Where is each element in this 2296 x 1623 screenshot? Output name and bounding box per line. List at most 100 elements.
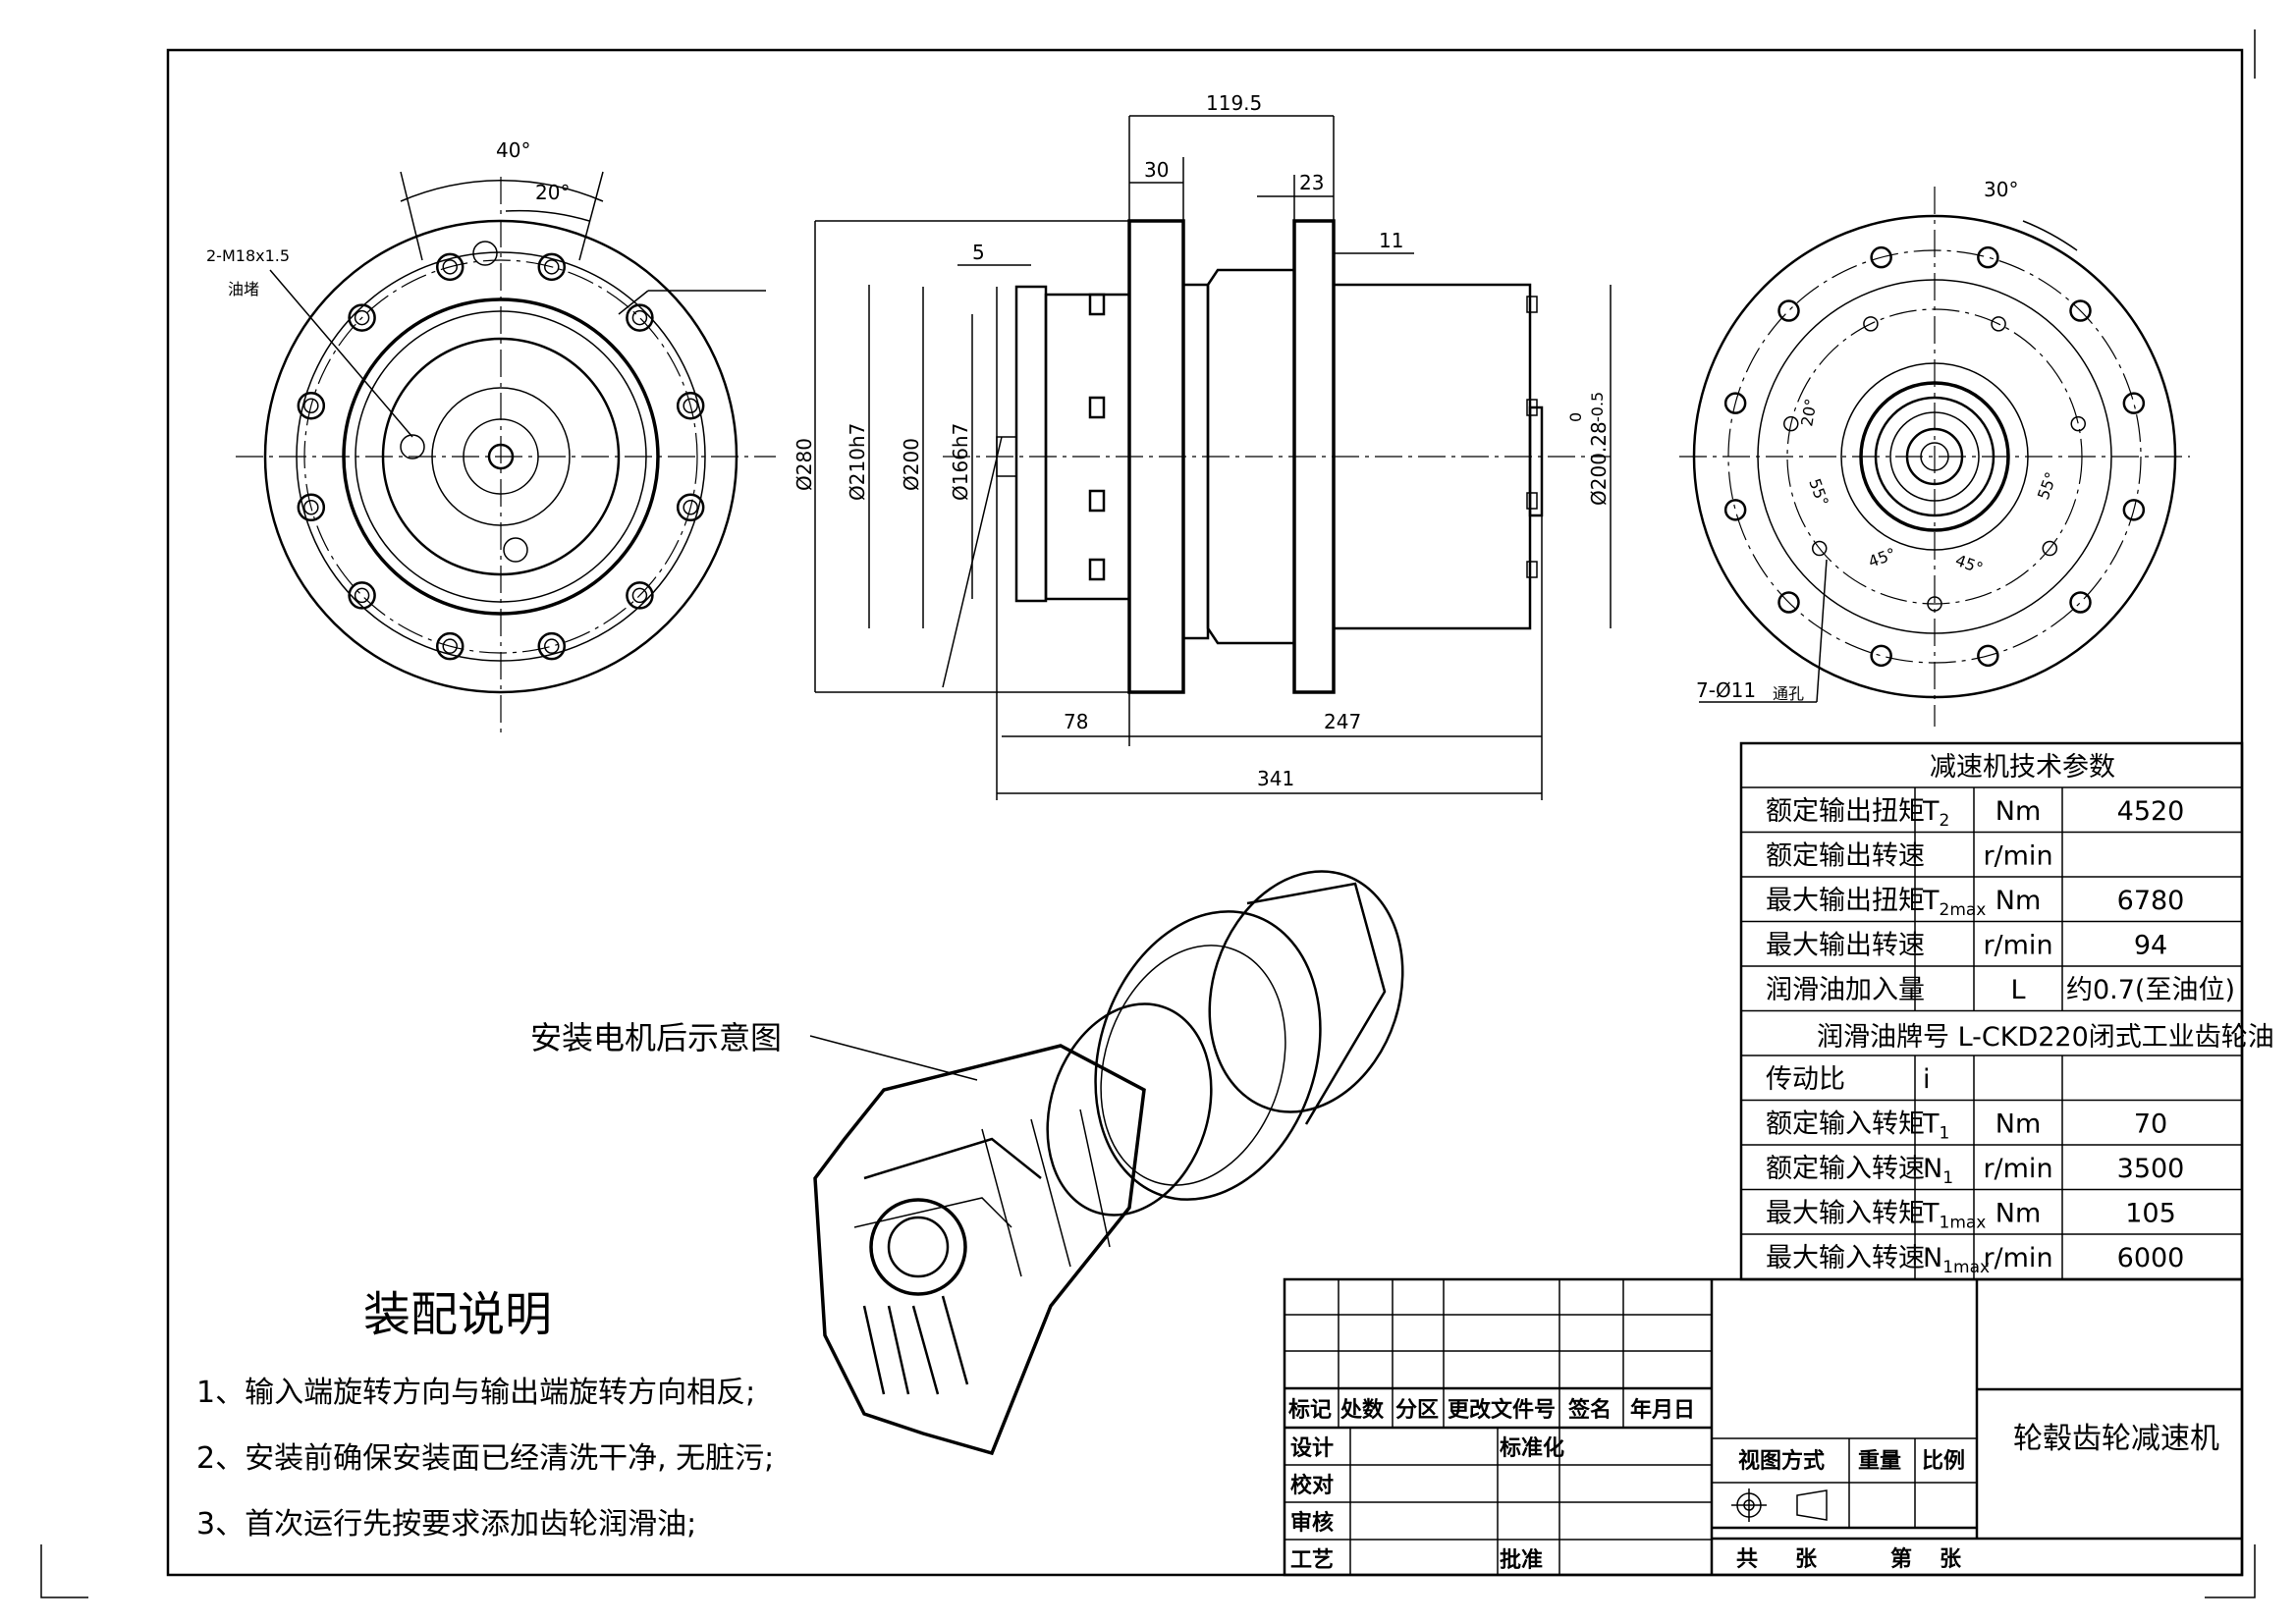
oil-brand: 润滑油牌号 L-CKD220闭式工业齿轮油 (1817, 1022, 2274, 1053)
spec-symbol-2: T2max (1922, 886, 1986, 920)
tb-weight: 重量 (1858, 1449, 1901, 1474)
thread-note: 2-M18x1.5 (206, 246, 290, 265)
bolt-hole (676, 493, 705, 522)
spec-unit-4: L (2010, 975, 2025, 1005)
bolt-hole (537, 252, 567, 282)
rear-hole-note: 7-Ø11 (1696, 678, 1756, 702)
front-flange-outer (263, 219, 738, 694)
tb-review: 审核 (1290, 1510, 1334, 1536)
notes-title: 装配说明 (363, 1287, 552, 1342)
tol-lower: -0.5 (1588, 392, 1607, 422)
bolt-hole (297, 493, 326, 522)
corner-mark-bl (40, 1544, 88, 1598)
tb-scale: 比例 (1922, 1449, 1965, 1474)
tb-view-method: 视图方式 (1738, 1448, 1825, 1474)
dim-11: 11 (1379, 229, 1403, 252)
dia-200: Ø200 (900, 438, 923, 491)
through-hole (1991, 316, 2006, 332)
rear-hole-note-sub: 通孔 (1773, 684, 1804, 703)
rear-angle-20: 20° (1797, 397, 1821, 427)
spec-unit-7: r/min (1983, 1154, 2052, 1184)
bolt-hole (297, 391, 326, 420)
rear-angle-55-left: 55° (1805, 476, 1832, 509)
spec-name-9: 最大输入转速 (1766, 1243, 1925, 1273)
spec-symbol-8: T1max (1922, 1199, 1986, 1233)
drawing-name: 轮毂齿轮减速机 (2013, 1422, 2219, 1456)
tb-date: 年月日 (1630, 1397, 1695, 1423)
spec-name-0: 额定输出扭矩 (1766, 796, 1925, 827)
dim-23: 23 (1299, 171, 1324, 194)
bolt-hole (1870, 245, 1892, 269)
callout-label: 安装电机后示意图 (530, 1019, 782, 1056)
bolt-hole (1977, 644, 1999, 668)
tb-change-doc: 更改文件号 (1448, 1397, 1556, 1423)
spec-name-2: 最大输出扭矩 (1766, 886, 1925, 916)
spec-unit-1: r/min (1983, 841, 2052, 872)
front-flange-inner (342, 298, 660, 616)
tb-sheet-no: 第 (1890, 1546, 1912, 1572)
spec-name-6: 额定输入转矩 (1766, 1109, 1925, 1140)
bolt-hole (626, 303, 654, 332)
tb-check: 校对 (1290, 1473, 1334, 1498)
rear-angle-45-right: 45° (1953, 551, 1986, 578)
spec-unit-9: r/min (1983, 1243, 2052, 1273)
rear-flange-outer (1692, 214, 2177, 699)
through-hole (2070, 415, 2086, 432)
spec-value-8: 105 (2125, 1199, 2176, 1229)
spec-value-6: 70 (2134, 1109, 2167, 1140)
rear-bolt-holes (1723, 245, 2146, 668)
dim-78: 78 (1064, 710, 1088, 733)
through-hole (1927, 596, 1942, 612)
title-block: 标记 处数 分区 更改文件号 签名 年月日 设计 标准化 校对 审核 工艺 批准… (1283, 1277, 2244, 1577)
bolt-hole (348, 581, 376, 610)
dia-210h7: Ø210h7 (846, 423, 869, 501)
dia-200-28: Ø200.28 (1587, 421, 1611, 506)
note-3: 3、首次运行先按要求添加齿轮润滑油; (196, 1507, 696, 1542)
spec-unit-2: Nm (1995, 886, 2042, 916)
bolt-hole (2069, 299, 2092, 322)
dim-119-5: 119.5 (1206, 91, 1262, 115)
through-hole (2042, 540, 2058, 557)
spec-unit-3: r/min (1983, 931, 2052, 961)
dim-30: 30 (1144, 158, 1169, 182)
rear-angle-55-right: 55° (2034, 469, 2061, 502)
spec-value-2: 6780 (2117, 886, 2185, 916)
specs-title: 减速机技术参数 (1930, 752, 2115, 783)
tb-total: 共 (1736, 1547, 1758, 1572)
front-view: 40° 20° 2-M18x1.5 油堵 (206, 138, 776, 736)
dia-280: Ø280 (793, 438, 816, 491)
spec-name-5: 传动比 (1766, 1064, 1845, 1095)
bolt-hole (348, 303, 376, 332)
rear-angle-30: 30° (1984, 178, 2018, 201)
bolt-hole (537, 631, 567, 661)
spec-symbol-0: T2 (1922, 796, 1949, 831)
bolt-hole (1723, 499, 1747, 521)
bolt-hole (1777, 591, 1800, 614)
spec-symbol-7: N1 (1923, 1154, 1953, 1188)
angle-20-label: 20° (535, 181, 570, 204)
tb-approve: 批准 (1500, 1548, 1543, 1573)
projection-symbol-icon (1731, 1488, 1828, 1522)
bolt-hole (1870, 644, 1892, 668)
side-view: 119.5 30 23 11 5 Ø280 Ø210h7 Ø200 Ø166h7… (793, 91, 1612, 800)
spec-unit-0: Nm (1995, 796, 2042, 827)
dim-341: 341 (1257, 767, 1294, 790)
spec-unit-6: Nm (1995, 1109, 2042, 1140)
spec-name-7: 额定输入转速 (1766, 1154, 1925, 1184)
corner-mark-br (2205, 1544, 2256, 1598)
bolt-hole (1977, 245, 1999, 269)
through-hole (1863, 316, 1879, 332)
note-2: 2、安装前确保安装面已经清洗干净, 无脏污; (196, 1441, 774, 1476)
bolt-hole (1777, 299, 1800, 322)
spec-symbol-5: i (1923, 1064, 1931, 1095)
spec-name-4: 润滑油加入量 (1766, 975, 1925, 1005)
tb-sheet-unit: 张 (1795, 1547, 1818, 1572)
tb-design: 设计 (1290, 1436, 1334, 1461)
assembly-notes: 装配说明 1、输入端旋转方向与输出端旋转方向相反; 2、安装前确保安装面已经清洗… (196, 1287, 774, 1542)
spec-name-1: 额定输出转速 (1766, 841, 1925, 872)
tb-process: 工艺 (1290, 1547, 1334, 1573)
angle-40-label: 40° (496, 138, 530, 162)
note-1: 1、输入端旋转方向与输出端旋转方向相反; (196, 1376, 755, 1410)
